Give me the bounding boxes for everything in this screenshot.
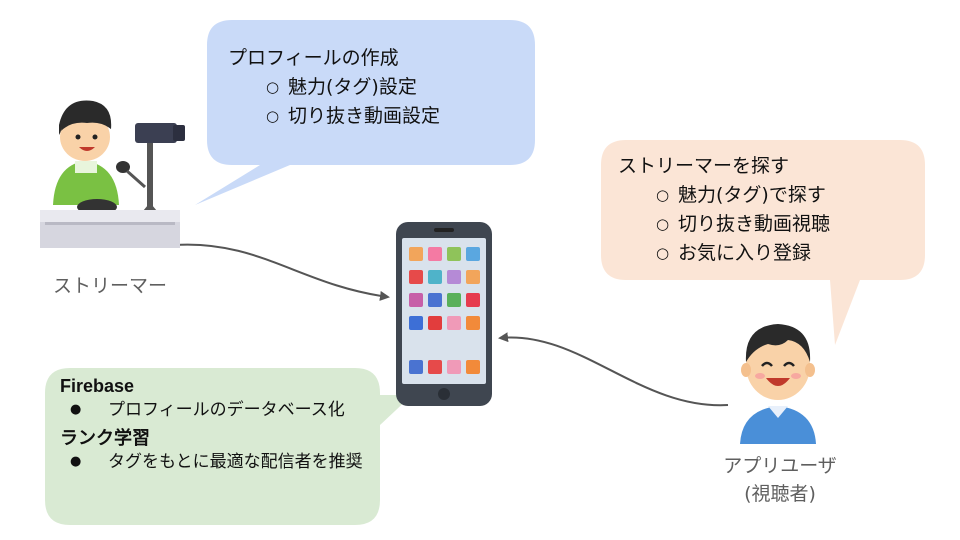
viewer-bubble-item: 切り抜き動画視聴 [618,210,830,239]
tech-heading-firebase: Firebase [60,376,135,396]
streamer-label: ストリーマー [52,275,167,297]
streamer-bubble-item: 魅力(タグ)設定 [228,73,440,102]
viewer-bubble-item: お気に入り登録 [618,239,830,268]
arrow-user-to-phone [498,332,729,407]
tech-item: プロフィールのデータベース化 [60,398,370,422]
viewer-bubble-item: 魅力(タグ)で探す [618,181,830,210]
viewer-label-line1: アプリユーザ [723,455,837,477]
tech-item: タグをもとに最適な配信者を推奨 [60,450,370,474]
viewer-label-line2: (視聴者) [744,483,816,505]
smiling-user-illustration [728,314,828,448]
viewer-bubble-title: ストリーマーを探す [618,155,790,177]
viewer-label: アプリユーザ (視聴者) [700,452,860,508]
smartphone-illustration [396,222,492,410]
streamer-bubble-item: 切り抜き動画設定 [228,102,440,131]
streamer-bubble-title: プロフィールの作成 [228,47,399,69]
arrow-streamer-to-phone [174,243,390,301]
tech-heading-ranking: ランク学習 [60,428,150,448]
streamer-illustration [35,95,185,254]
